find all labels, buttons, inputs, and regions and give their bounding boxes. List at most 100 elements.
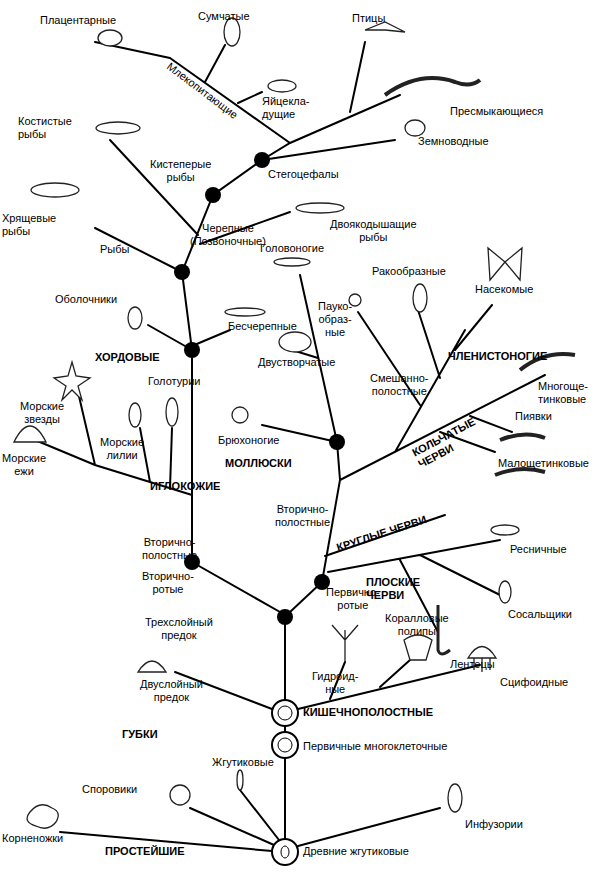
frog-icon [405,120,425,136]
animal-icons [14,18,575,828]
taxon-label: Пресмыкающиеся [450,105,543,118]
taxon-label: Насекомые [475,283,533,296]
taxon-label: Многоще- тинковые [538,380,588,406]
tunicate-icon [128,307,142,329]
taxon-label: Сумчатые [198,10,250,23]
branch-node [329,434,345,450]
taxon-label: Инфузории [465,818,523,831]
group-label: МОЛЛЮСКИ [225,457,292,470]
ancestor-circle [272,700,298,865]
taxon-label: Двустворчатые [258,356,335,369]
taxon-label: Малощетинковые [498,457,589,470]
coral-icon [404,635,432,660]
taxon-label: Сосальщики [508,608,572,621]
taxon-label: Головоногие [260,242,324,255]
taxon-label: Хрящевые рыбы [2,212,56,238]
taxon-label: Споровики [82,783,137,796]
taxon-label: Морские звезды [20,400,64,426]
branch-node [277,609,293,625]
ancestor-inner [281,846,289,858]
butterfly-icon [488,248,522,280]
fish-icon [296,203,344,213]
crayfish-icon [413,284,427,312]
taxon-label: Птицы [352,12,385,25]
planarian-icon [491,525,519,535]
ancestor-circle [272,839,298,865]
ancestor-inner [278,706,292,720]
ancestor-icon [138,661,166,672]
ciliate-icon [448,784,462,812]
branch-node [174,264,190,280]
branch-node [174,152,345,625]
group-label: ЧЛЕНИСТОНОГИЕ [448,350,547,363]
group-label: ПРОСТЕЙШИЕ [105,845,185,858]
taxon-label: Смешанно- полостные [370,372,429,398]
taxon-label: Древние жгутиковые [303,845,409,858]
lancelet-icon [225,308,265,316]
taxon-label: Земноводные [418,135,489,148]
snail-icon [232,407,248,423]
ancestor-circle [272,732,298,758]
taxon-label: Морские ежи [2,452,46,478]
fish-icon [96,122,140,134]
taxon-label: Вторично- полостные [275,503,330,529]
fluke-icon [499,581,511,603]
group-label: ИГЛОКОЖИЕ [150,480,220,493]
group-label: КИШЕЧНОПОЛОСТНЫЕ [303,706,433,719]
kangaroo-icon [224,18,240,46]
holothurian-icon [166,398,178,426]
tree-branches [35,42,545,851]
taxon-label: Вторично- ротые [142,570,194,596]
hydroid-icon [332,625,358,662]
rabbit-icon [98,30,122,46]
group-label: КРУГЛЫЕ ЧЕРВИ [335,513,428,554]
flagellate-icon [237,770,243,790]
bivalve-icon [279,332,311,352]
amoeba-icon [27,805,58,828]
taxon-label: Плацентарные [40,14,116,27]
sporozoa-icon [170,785,190,805]
branch-node [205,187,221,203]
group-label: ГУБКИ [122,728,158,741]
taxon-label: Бесчерепные [228,320,297,333]
platypus-icon [268,80,296,92]
taxon-label: Яйцекла- дущие [262,95,310,121]
taxon-label: Млекопитающие [164,60,240,122]
taxon-label: Оболочники [55,293,117,306]
holothurian-icon [129,403,141,427]
taxon-label: Костистые рыбы [18,115,72,141]
taxon-label: Гидроид- ные [312,670,358,696]
taxon-label: Первично- ротые [326,586,380,612]
taxon-label: Жгутиковые [212,756,274,769]
branch-node [184,342,200,358]
taxon-label: Коралловые полипы [385,612,449,638]
taxon-label: Ресничные [510,543,567,556]
lizard-icon [385,78,480,95]
taxon-label: Двоякодышащие рыбы [330,218,417,244]
taxon-label: Морские лилии [100,436,144,462]
urchin-icon [14,426,46,442]
taxon-label: Сцифоидные [500,676,568,689]
taxon-label: Двуслойный предок [140,678,203,704]
taxon-label: Брюхоногие [218,434,279,447]
taxon-label: Рыбы [100,243,129,256]
worm-icon [495,469,545,475]
taxon-label: Лентецы [450,658,495,671]
ancestor-circle [272,700,298,726]
taxon-label: Ракообразные [372,265,446,278]
taxon-label: Черепные (Позвоночные) [190,222,266,248]
taxon-label: Голотурии [148,375,200,388]
taxon-label: Стегоцефалы [268,168,339,181]
group-label: ХОРДОВЫЕ [95,351,160,364]
taxon-label: Первичные многоклеточные [303,740,447,753]
taxon-label: Пиявки [515,410,552,423]
leech-icon [500,434,545,440]
ancestor-inner [278,738,292,752]
starfish-icon [54,362,90,400]
shark-icon [31,183,79,197]
taxon-label: Вторично- полостные [142,536,197,562]
taxon-label: Трехслойный предок [145,616,213,642]
